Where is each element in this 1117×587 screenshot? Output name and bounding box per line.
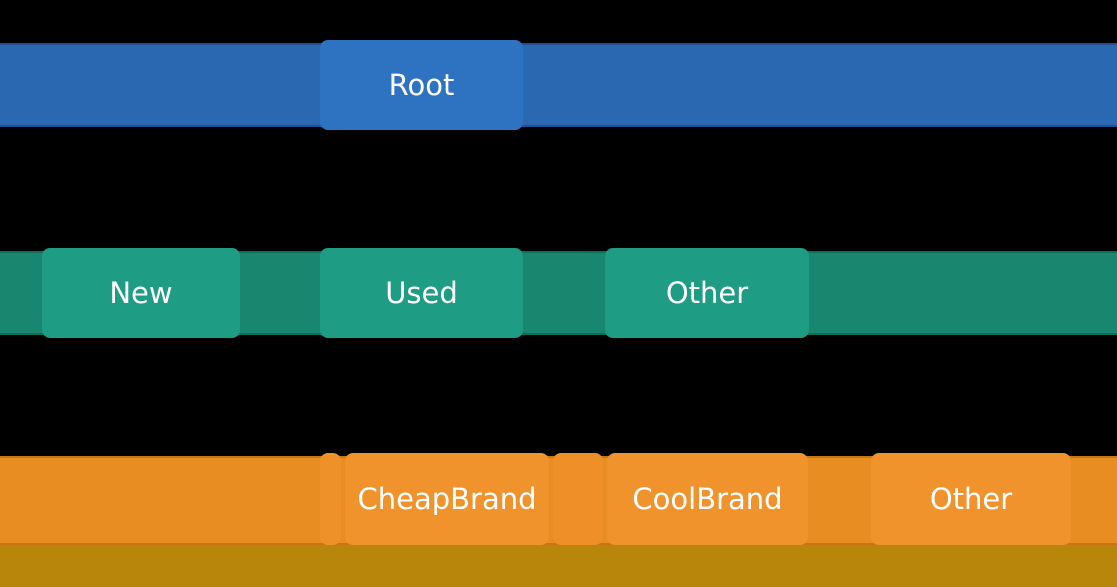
icicle-node-label: Used <box>385 275 458 310</box>
icicle-node-new[interactable]: New <box>42 248 240 338</box>
icicle-node-unlabeled[interactable] <box>553 453 603 545</box>
icicle-node-cheapbrand[interactable]: CheapBrand <box>345 453 549 545</box>
icicle-node-other[interactable]: Other <box>605 248 809 338</box>
icicle-node-label: New <box>109 275 173 310</box>
icicle-node-label: Root <box>388 67 455 102</box>
icicle-node-root[interactable]: Root <box>320 40 523 130</box>
icicle-node-label: Other <box>665 275 749 310</box>
icicle-node-label: CoolBrand <box>632 481 783 516</box>
icicle-band-level-1 <box>0 43 1117 127</box>
icicle-node-unlabeled[interactable] <box>320 453 341 545</box>
icicle-node-label: CheapBrand <box>357 481 537 516</box>
icicle-node-other[interactable]: Other <box>871 453 1071 545</box>
icicle-node-coolbrand[interactable]: CoolBrand <box>607 453 808 545</box>
icicle-node-label: Other <box>929 481 1013 516</box>
icicle-node-used[interactable]: Used <box>320 248 523 338</box>
icicle-footer-band <box>0 545 1117 587</box>
